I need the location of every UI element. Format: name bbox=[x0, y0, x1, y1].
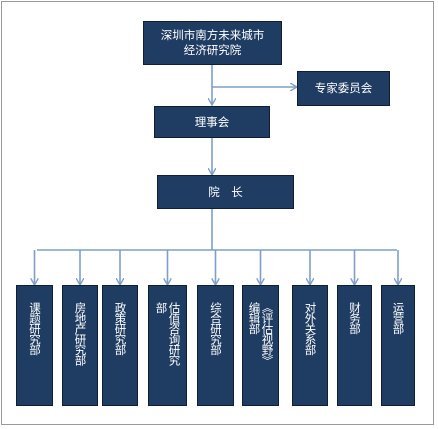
department-label: 课题研究部 bbox=[28, 302, 42, 355]
board-box: 理事会 bbox=[154, 106, 270, 138]
department-box-5: 综合研究部 bbox=[197, 285, 234, 406]
department-box-7: 对外关系部 bbox=[292, 285, 328, 406]
department-label: 运营部 bbox=[391, 302, 406, 334]
institute-name-line2: 经济研究院 bbox=[183, 43, 242, 57]
department-box-1: 课题研究部 bbox=[16, 285, 53, 406]
department-label: 财务部 bbox=[348, 302, 362, 334]
department-box-9: 运营部 bbox=[381, 285, 415, 406]
department-label: 房地产研究部 bbox=[73, 302, 88, 365]
president-box: 院 长 bbox=[157, 175, 294, 209]
department-label: 政策研究部 bbox=[113, 302, 128, 355]
committee-box: 专家委员会 bbox=[297, 71, 390, 106]
department-drops bbox=[35, 250, 399, 284]
department-label: 估值咨询研究部 bbox=[154, 302, 182, 365]
department-box-2: 房地产研究部 bbox=[62, 285, 98, 406]
department-box-6: 《评估视野》编辑部 bbox=[242, 285, 279, 406]
department-box-4: 估值咨询研究部 bbox=[148, 285, 187, 406]
department-label: 对外关系部 bbox=[303, 302, 318, 355]
president-label: 院 长 bbox=[208, 184, 243, 199]
institute-name-line1: 深圳市南方未来城市 bbox=[160, 28, 265, 42]
institute-box: 深圳市南方未来城市 经济研究院 bbox=[143, 21, 282, 65]
department-label: 《评估视野》编辑部 bbox=[247, 302, 275, 365]
committee-label: 专家委员会 bbox=[314, 81, 373, 95]
board-label: 理事会 bbox=[194, 114, 230, 129]
department-label: 综合研究部 bbox=[209, 302, 223, 355]
department-box-3: 政策研究部 bbox=[102, 285, 138, 406]
department-box-8: 财务部 bbox=[337, 285, 372, 406]
